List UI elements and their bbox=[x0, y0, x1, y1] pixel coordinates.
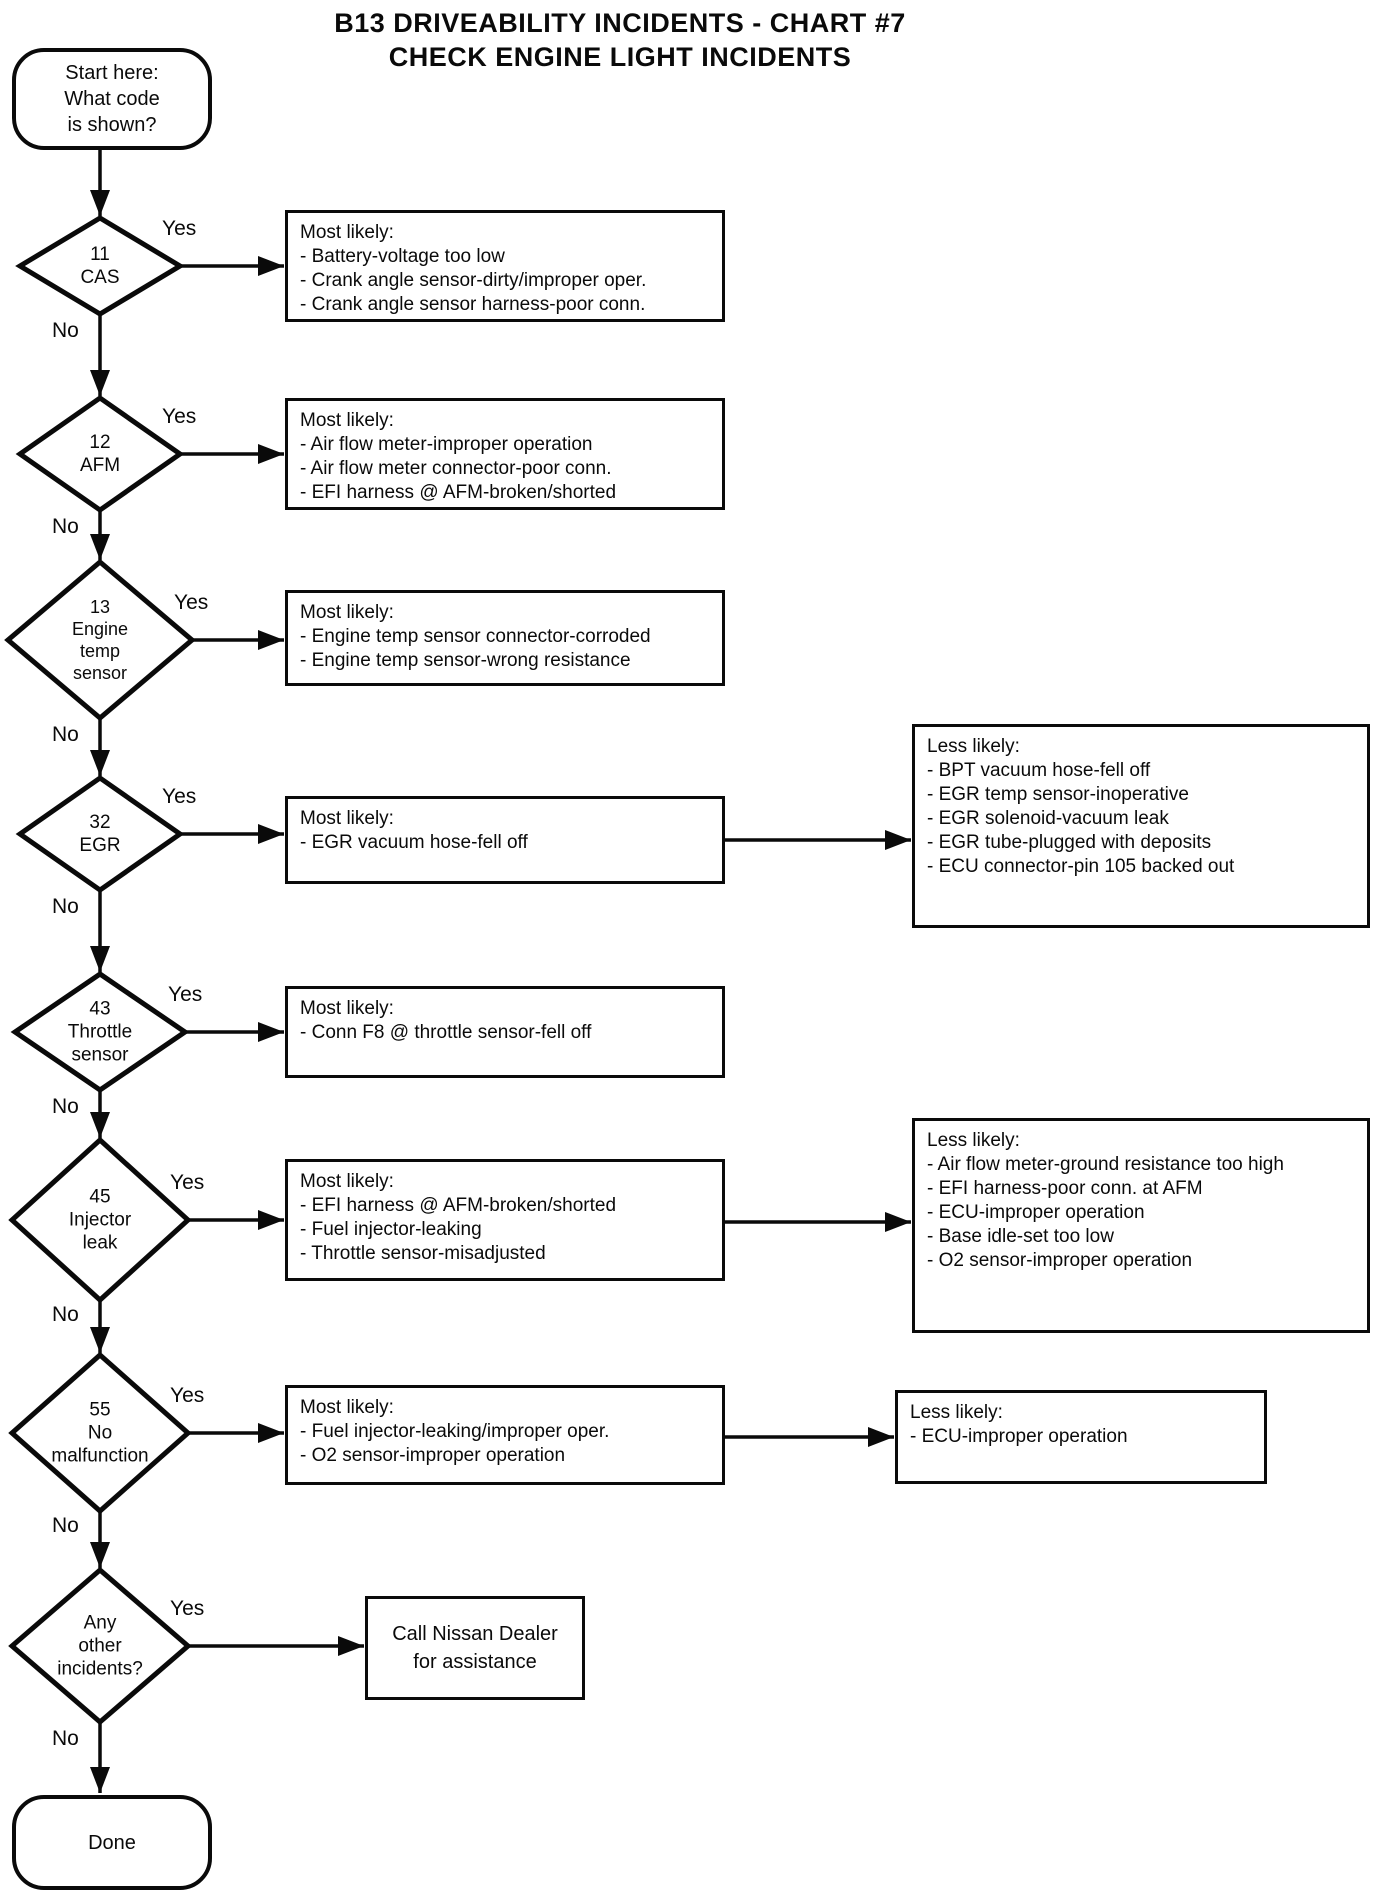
less-likely-box-45: Less likely: - Air flow meter-ground res… bbox=[912, 1118, 1370, 1333]
chart-title-line1: B13 DRIVEABILITY INCIDENTS - CHART #7 bbox=[334, 8, 906, 38]
chart-title-line2: CHECK ENGINE LIGHT INCIDENTS bbox=[388, 42, 852, 72]
likely-item: - Conn F8 @ throttle sensor-fell off bbox=[300, 1022, 592, 1043]
box-heading: Most likely: bbox=[300, 602, 394, 623]
box-heading: Most likely: bbox=[300, 222, 394, 243]
yes-label-55: Yes bbox=[170, 1384, 205, 1407]
likely-item: - EFI harness @ AFM-broken/shorted bbox=[300, 482, 617, 503]
likely-item: - Air flow meter-improper operation bbox=[300, 434, 593, 455]
decision-diamond-12 bbox=[15, 394, 185, 514]
diamond-label-45: 45 Injector leak bbox=[68, 1186, 132, 1254]
diamond-label-32: 32 EGR bbox=[79, 812, 121, 856]
box-heading: Most likely: bbox=[300, 1171, 394, 1192]
call-dealer-box: Call Nissan Dealer for assistance bbox=[365, 1596, 585, 1700]
yes-label-45: Yes bbox=[170, 1171, 205, 1194]
likely-item: - Battery-voltage too low bbox=[300, 246, 505, 267]
decision-diamond-55 bbox=[8, 1351, 192, 1515]
diamond-label-43: 43 Throttle sensor bbox=[67, 998, 133, 1066]
most-likely-box-55: Most likely: - Fuel injector-leaking/imp… bbox=[285, 1385, 725, 1485]
no-label-13: No bbox=[52, 723, 79, 746]
decision-diamond-45 bbox=[8, 1136, 192, 1304]
likely-item: - EGR solenoid-vacuum leak bbox=[927, 808, 1169, 829]
no-label-12: No bbox=[52, 515, 79, 538]
likely-item: - ECU connector-pin 105 backed out bbox=[927, 856, 1235, 877]
box-heading: Less likely: bbox=[927, 736, 1020, 757]
likely-item: - EFI harness @ AFM-broken/shorted bbox=[300, 1195, 617, 1216]
likely-item: - EGR vacuum hose-fell off bbox=[300, 832, 528, 853]
likely-item: - Throttle sensor-misadjusted bbox=[300, 1243, 546, 1264]
no-label-43: No bbox=[52, 1095, 79, 1118]
chart-title: B13 DRIVEABILITY INCIDENTS - CHART #7 CH… bbox=[0, 6, 1240, 74]
diamond-label-55: 55 No malfunction bbox=[51, 1399, 149, 1467]
yes-label-43: Yes bbox=[168, 983, 203, 1006]
box-heading: Less likely: bbox=[927, 1130, 1020, 1151]
box-heading: Most likely: bbox=[300, 1397, 394, 1418]
likely-item: - EGR temp sensor-inoperative bbox=[927, 784, 1189, 805]
most-likely-box-12: Most likely: - Air flow meter-improper o… bbox=[285, 398, 725, 510]
less-likely-box-55: Less likely: - ECU-improper operation bbox=[895, 1390, 1267, 1484]
box-heading: Most likely: bbox=[300, 998, 394, 1019]
less-likely-box-32: Less likely: - BPT vacuum hose-fell off -… bbox=[912, 724, 1370, 928]
diamond-label-11: 11 CAS bbox=[80, 244, 120, 288]
done-node: Done bbox=[12, 1795, 212, 1890]
diamond-label-12: 12 AFM bbox=[79, 432, 121, 476]
likely-item: - BPT vacuum hose-fell off bbox=[927, 760, 1151, 781]
likely-item: - Fuel injector-leaking bbox=[300, 1219, 482, 1240]
diamond-label-13: 13 Engine temp sensor bbox=[71, 597, 129, 683]
likely-item: - O2 sensor-improper operation bbox=[300, 1445, 566, 1466]
yes-label-13: Yes bbox=[174, 591, 209, 614]
no-label-55: No bbox=[52, 1514, 79, 1537]
likely-item: - Engine temp sensor-wrong resistance bbox=[300, 650, 631, 671]
likely-item: - EFI harness-poor conn. at AFM bbox=[927, 1178, 1203, 1199]
yes-label-12: Yes bbox=[162, 405, 197, 428]
no-label-32: No bbox=[52, 895, 79, 918]
box-heading: Less likely: bbox=[910, 1402, 1003, 1423]
decision-diamond-11 bbox=[15, 215, 185, 317]
yes-label-32: Yes bbox=[162, 785, 197, 808]
no-label-11: No bbox=[52, 319, 79, 342]
likely-item: - EGR tube-plugged with deposits bbox=[927, 832, 1212, 853]
decision-diamond-13 bbox=[4, 558, 196, 722]
likely-item: - O2 sensor-improper operation bbox=[927, 1250, 1193, 1271]
likely-item: - ECU-improper operation bbox=[927, 1202, 1145, 1223]
most-likely-box-43: Most likely: - Conn F8 @ throttle sensor… bbox=[285, 986, 725, 1078]
likely-item: - Air flow meter connector-poor conn. bbox=[300, 458, 612, 479]
box-heading: Most likely: bbox=[300, 410, 394, 431]
yes-label-other: Yes bbox=[170, 1597, 205, 1620]
likely-item: - Base idle-set too low bbox=[927, 1226, 1114, 1247]
no-label-45: No bbox=[52, 1303, 79, 1326]
likely-item: - Engine temp sensor connector-corroded bbox=[300, 626, 651, 647]
yes-label-11: Yes bbox=[162, 217, 197, 240]
most-likely-box-45: Most likely: - EFI harness @ AFM-broken/… bbox=[285, 1159, 725, 1281]
most-likely-box-11: Most likely: - Battery-voltage too low - … bbox=[285, 210, 725, 322]
decision-diamond-32 bbox=[15, 774, 185, 894]
no-label-other: No bbox=[52, 1727, 79, 1750]
diamond-label-other: Any other incidents? bbox=[57, 1612, 143, 1680]
start-node: Start here: What code is shown? bbox=[12, 48, 212, 150]
most-likely-box-32: Most likely: - EGR vacuum hose-fell off bbox=[285, 796, 725, 884]
likely-item: - Fuel injector-leaking/improper oper. bbox=[300, 1421, 610, 1442]
likely-item: - ECU-improper operation bbox=[910, 1426, 1128, 1447]
decision-diamond-43 bbox=[10, 970, 190, 1094]
decision-diamond-other bbox=[8, 1566, 192, 1726]
box-heading: Most likely: bbox=[300, 808, 394, 829]
likely-item: - Crank angle sensor-dirty/improper oper… bbox=[300, 270, 647, 291]
likely-item: - Air flow meter-ground resistance too h… bbox=[927, 1154, 1284, 1175]
likely-item: - Crank angle sensor harness-poor conn. bbox=[300, 294, 646, 315]
most-likely-box-13: Most likely: - Engine temp sensor connec… bbox=[285, 590, 725, 686]
